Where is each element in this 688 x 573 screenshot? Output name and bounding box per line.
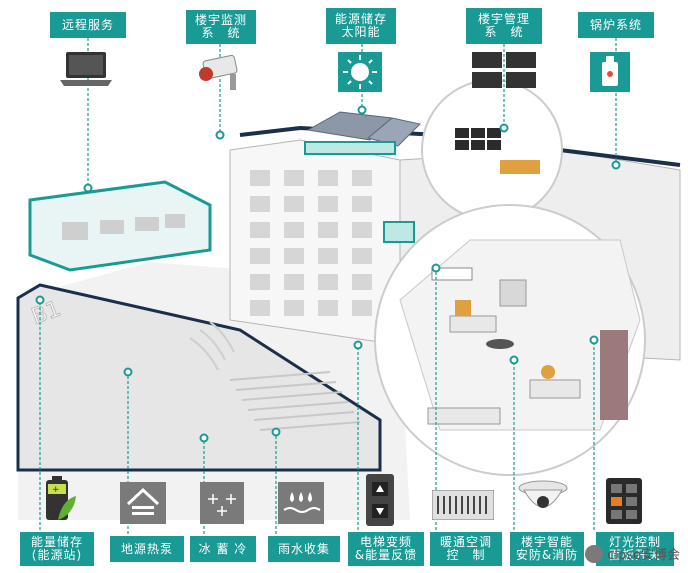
connector-dot bbox=[123, 367, 133, 377]
window bbox=[250, 222, 270, 238]
connector-dot bbox=[499, 123, 509, 133]
solar-panels bbox=[306, 111, 422, 147]
window bbox=[284, 274, 304, 290]
control-desk bbox=[500, 160, 540, 174]
battery-leaf-icon: + bbox=[46, 476, 76, 520]
office-desk-1 bbox=[449, 315, 497, 333]
connector-dot bbox=[199, 433, 209, 443]
window bbox=[318, 248, 338, 264]
laptop-icon bbox=[60, 52, 112, 86]
office-chair-1 bbox=[455, 300, 471, 316]
office-desk-2 bbox=[529, 379, 581, 399]
security-camera-icon bbox=[199, 54, 238, 90]
window bbox=[284, 300, 304, 316]
label-ground-source-heat-pump: 地源热泵 bbox=[110, 536, 184, 562]
window bbox=[250, 300, 270, 316]
connector-dot bbox=[611, 160, 621, 170]
window bbox=[284, 222, 304, 238]
label-rainwater-collection: 雨水收集 bbox=[268, 536, 340, 562]
label-lighting-panel: 灯光控制 面板开关 bbox=[596, 532, 674, 566]
monitors-icon bbox=[472, 52, 536, 88]
label-security-fire: 楼宇智能 安防&消防 bbox=[510, 532, 584, 566]
connector-dot bbox=[589, 335, 599, 345]
sun-icon bbox=[338, 52, 382, 92]
window bbox=[352, 222, 372, 238]
hvac-highlight bbox=[383, 221, 415, 243]
door bbox=[600, 330, 628, 420]
label-building-monitoring: 楼宇监测 系 统 bbox=[186, 10, 256, 44]
window bbox=[352, 196, 372, 212]
elevator-buttons-icon bbox=[366, 474, 394, 526]
window bbox=[250, 274, 270, 290]
snowflake-icon bbox=[200, 482, 244, 524]
window bbox=[352, 274, 372, 290]
svg-text:+: + bbox=[52, 485, 60, 495]
copier bbox=[499, 279, 527, 307]
connector-dot bbox=[357, 105, 367, 115]
monitor-wall bbox=[455, 128, 501, 150]
connector-dot bbox=[215, 130, 225, 140]
label-building-management: 楼宇管理 系 统 bbox=[466, 8, 542, 44]
cooling-airflow bbox=[189, 321, 235, 371]
window bbox=[284, 196, 304, 212]
rug bbox=[486, 339, 514, 349]
window bbox=[352, 300, 372, 316]
label-energy-storage: 能量储存 (能源站) bbox=[20, 532, 94, 566]
solar-storage-highlight bbox=[304, 141, 396, 155]
window bbox=[318, 300, 338, 316]
window bbox=[284, 248, 304, 264]
connector-dot bbox=[35, 295, 45, 305]
window bbox=[250, 170, 270, 186]
watermark-text: cipse安博会 bbox=[607, 548, 680, 563]
connector-dot bbox=[353, 340, 363, 350]
connector-dot bbox=[509, 355, 519, 365]
meeting-table bbox=[427, 407, 501, 425]
connector-dot bbox=[271, 427, 281, 437]
label-boiler-system: 锅炉系统 bbox=[578, 12, 654, 38]
connector-dot bbox=[83, 183, 93, 193]
label-ice-storage: 冰 蓄 冷 bbox=[190, 536, 256, 562]
watermark: cipse安博会 bbox=[585, 544, 680, 563]
vent-grille-icon bbox=[432, 490, 494, 520]
window bbox=[318, 196, 338, 212]
label-solar-storage: 能源储存 太阳能 bbox=[326, 8, 396, 44]
basement-wall bbox=[16, 283, 382, 472]
raindrop-icon bbox=[278, 482, 324, 524]
wechat-logo-icon bbox=[585, 544, 604, 563]
label-hvac-control: 暖通空调 控 制 bbox=[430, 532, 502, 566]
office-desks-left bbox=[62, 214, 185, 240]
dome-camera-icon bbox=[518, 480, 568, 508]
window bbox=[250, 196, 270, 212]
window bbox=[318, 222, 338, 238]
worker bbox=[541, 365, 555, 379]
air-conditioner bbox=[431, 267, 473, 281]
label-remote-service: 远程服务 bbox=[50, 12, 126, 38]
window bbox=[318, 274, 338, 290]
connector-dots bbox=[35, 105, 621, 443]
connector-dot bbox=[431, 263, 441, 273]
stairs bbox=[229, 371, 361, 431]
building-windows bbox=[250, 170, 372, 316]
window bbox=[284, 170, 304, 186]
window bbox=[318, 170, 338, 186]
boiler-icon bbox=[590, 52, 630, 92]
window bbox=[250, 248, 270, 264]
house-energy-icon bbox=[120, 482, 166, 524]
window bbox=[352, 248, 372, 264]
window bbox=[352, 170, 372, 186]
switch-panel-icon bbox=[606, 478, 642, 524]
label-elevator-energy: 电梯变频 &能量反馈 bbox=[348, 532, 424, 566]
